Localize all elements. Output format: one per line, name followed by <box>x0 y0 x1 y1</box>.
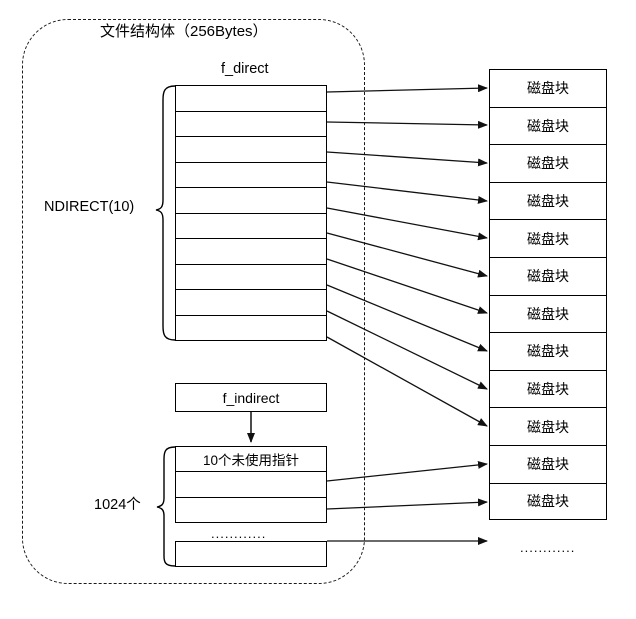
indirect-ellipsis: ............ <box>211 526 267 541</box>
disk-block: 磁盘块 <box>489 482 607 521</box>
f-direct-row <box>176 86 326 112</box>
indirect-arrow-2 <box>326 498 488 510</box>
f-direct-row <box>176 239 326 265</box>
file-struct-container <box>22 19 365 584</box>
direct-arrow-2 <box>326 120 488 129</box>
disk-block: 磁盘块 <box>489 444 607 483</box>
ndirect-brace <box>155 85 176 341</box>
disk-block: 磁盘块 <box>489 219 607 257</box>
f-direct-label: f_direct <box>221 61 269 77</box>
indirect-pointer-arrows <box>326 460 488 545</box>
direct-arrow-5 <box>326 207 488 241</box>
disk-block: 磁盘块 <box>489 256 607 295</box>
disk-block: 磁盘块 <box>489 332 607 370</box>
f-direct-row <box>176 290 326 316</box>
direct-arrow-4 <box>326 181 488 204</box>
disk-block-column: 磁盘块 磁盘块 磁盘块 磁盘块 磁盘块 磁盘块 磁盘块 磁盘块 磁盘块 磁盘块 … <box>489 69 607 521</box>
disk-block: 磁盘块 <box>489 181 607 220</box>
disk-block: 磁盘块 <box>489 294 607 333</box>
f-direct-row <box>176 265 326 290</box>
f-direct-row <box>176 214 326 239</box>
indirect-table: 10个未使用指针 <box>175 446 327 523</box>
direct-arrow-8 <box>326 284 488 352</box>
disk-block: 磁盘块 <box>489 69 607 107</box>
disk-block: 磁盘块 <box>489 407 607 445</box>
count-1024-label: 1024个 <box>94 497 141 513</box>
f-indirect-box: f_indirect <box>175 383 327 412</box>
direct-arrow-10 <box>326 336 488 427</box>
f-direct-row <box>176 188 326 214</box>
indirect-row-unused-pointers: 10个未使用指针 <box>176 447 326 473</box>
direct-pointer-arrows <box>326 84 488 427</box>
indirect-arrow-1 <box>326 460 488 482</box>
indirect-tail-row <box>175 541 327 567</box>
direct-arrow-6 <box>326 232 488 278</box>
disk-block: 磁盘块 <box>489 106 607 145</box>
disk-block: 磁盘块 <box>489 144 607 182</box>
page-title: 文件结构体（256Bytes） <box>100 23 268 40</box>
direct-arrow-1 <box>326 84 488 93</box>
f-direct-row <box>176 137 326 163</box>
direct-arrow-3 <box>326 151 488 167</box>
count-1024-brace <box>156 446 176 567</box>
indirect-row <box>176 472 326 498</box>
f-direct-table <box>175 85 327 341</box>
f-direct-row <box>176 163 326 188</box>
direct-arrow-7 <box>326 258 488 314</box>
disk-block: 磁盘块 <box>489 369 607 408</box>
disk-ellipsis: ............ <box>520 540 576 555</box>
f-direct-row <box>176 112 326 137</box>
ndirect-label: NDIRECT(10) <box>44 199 135 215</box>
direct-arrow-9 <box>326 310 488 390</box>
